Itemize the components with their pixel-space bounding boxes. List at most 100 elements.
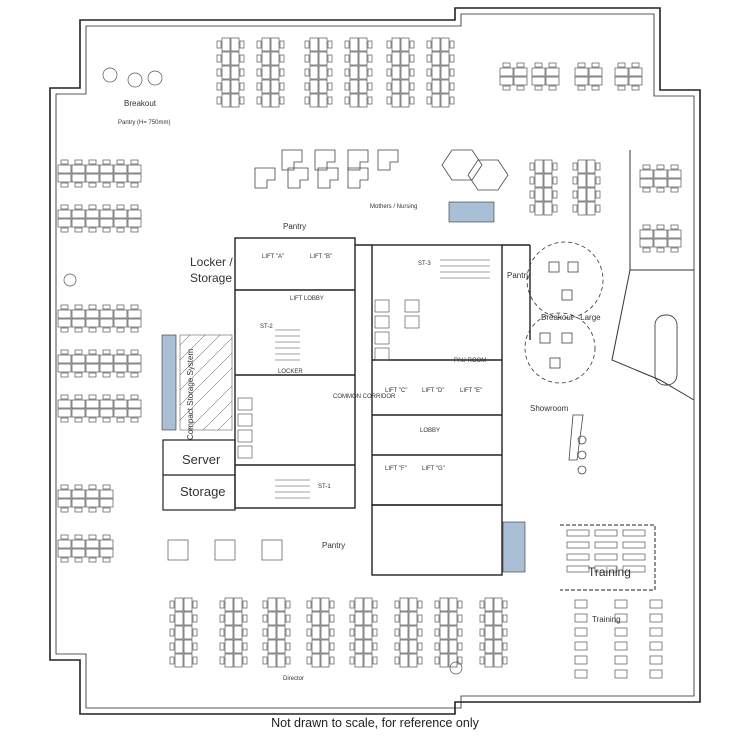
desk <box>57 173 72 183</box>
label-locker: LOCKER <box>278 369 303 375</box>
desk <box>586 187 596 202</box>
chair <box>502 642 508 651</box>
desk <box>261 65 271 80</box>
chair <box>216 40 222 49</box>
desk <box>484 597 494 612</box>
desk <box>358 51 368 66</box>
chair <box>479 614 485 623</box>
chair <box>434 656 440 665</box>
desk <box>534 173 544 188</box>
round-table <box>449 661 463 675</box>
desk <box>183 597 193 612</box>
chair <box>256 68 262 77</box>
chair <box>577 62 586 68</box>
chair <box>386 68 392 77</box>
chair <box>130 159 139 165</box>
chair <box>285 628 291 637</box>
chair <box>502 628 508 637</box>
chair <box>169 600 175 609</box>
label-lobby: LOBBY <box>420 428 440 434</box>
desk <box>57 489 72 499</box>
desk <box>309 51 319 66</box>
desk <box>230 37 240 52</box>
breakout-table <box>127 72 143 88</box>
desk <box>639 178 654 188</box>
chair <box>449 82 455 91</box>
chair <box>102 417 111 423</box>
desk <box>221 51 231 66</box>
chair <box>617 62 626 68</box>
label-pantry-mid: Pantry <box>283 222 306 231</box>
chair <box>595 176 601 185</box>
chair <box>426 96 432 105</box>
training-desk <box>574 613 588 623</box>
desk <box>318 79 328 94</box>
label-lift-c: LIFT "C" <box>385 388 408 394</box>
chair <box>74 204 83 210</box>
training-desk <box>574 641 588 651</box>
desk <box>183 625 193 640</box>
chair <box>449 68 455 77</box>
training-desk <box>566 553 590 561</box>
chair <box>60 507 69 513</box>
desk <box>221 93 231 108</box>
desk <box>85 164 100 174</box>
desk <box>267 611 277 626</box>
chair <box>409 68 415 77</box>
chair <box>102 534 111 540</box>
desk <box>113 218 128 228</box>
chair <box>479 600 485 609</box>
chair <box>386 54 392 63</box>
desk <box>586 159 596 174</box>
chair <box>329 628 335 637</box>
label-compact-storage: Compact Storage System <box>186 349 195 440</box>
chair <box>457 600 463 609</box>
desk <box>71 539 86 549</box>
training-desk <box>649 669 663 679</box>
chair <box>88 227 97 233</box>
desk <box>85 399 100 409</box>
chair <box>239 40 245 49</box>
label-st2: ST-2 <box>260 324 273 330</box>
chair <box>219 642 225 651</box>
desk <box>113 309 128 319</box>
chair <box>285 614 291 623</box>
chair <box>88 304 97 310</box>
desk <box>534 201 544 216</box>
desk <box>230 93 240 108</box>
desk <box>439 625 449 640</box>
chair <box>304 68 310 77</box>
building-outline <box>49 7 701 715</box>
training-desk <box>622 541 646 549</box>
desk <box>440 93 450 108</box>
office-desk <box>214 539 236 561</box>
chair <box>74 484 83 490</box>
chair <box>617 85 626 91</box>
desk <box>99 318 114 328</box>
chair <box>74 372 83 378</box>
chair <box>572 190 578 199</box>
training-desk <box>614 641 628 651</box>
chair <box>239 54 245 63</box>
desk <box>440 51 450 66</box>
desk <box>113 399 128 409</box>
chair <box>656 224 665 230</box>
chair <box>502 656 508 665</box>
desk <box>311 653 321 668</box>
chair <box>192 614 198 623</box>
chair <box>88 349 97 355</box>
desk <box>493 611 503 626</box>
chair <box>116 227 125 233</box>
desk <box>493 597 503 612</box>
chair <box>88 394 97 400</box>
chair <box>74 507 83 513</box>
label-lift-e: LIFT "E" <box>460 388 482 394</box>
chair <box>409 82 415 91</box>
training-desk <box>649 655 663 665</box>
training-desk <box>614 655 628 665</box>
chair <box>417 614 423 623</box>
desk <box>99 164 114 174</box>
training-desk <box>614 669 628 679</box>
desk <box>85 173 100 183</box>
desk <box>400 37 410 52</box>
